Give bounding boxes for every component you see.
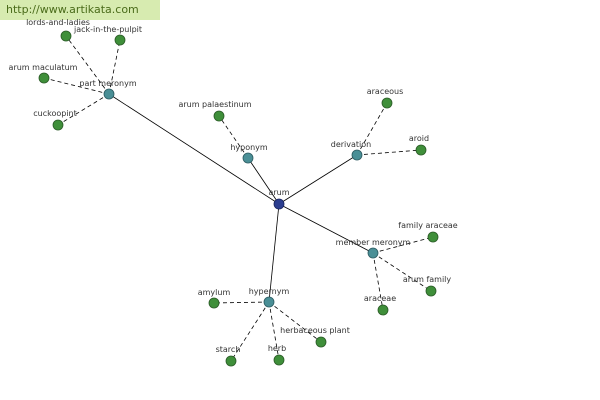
leaf-node-herbaceous-plant — [315, 336, 327, 348]
graph-edges — [43, 35, 434, 362]
leaf-label-araceous: araceous — [367, 87, 404, 96]
leaf-node-lords-and-ladies — [60, 30, 72, 42]
edge-hypernym-starch — [230, 301, 270, 362]
edge-member-meronym-araceae — [372, 252, 384, 311]
leaf-node-arum-family — [425, 285, 437, 297]
leaf-label-arum-palaestinum: arum palaestinum — [178, 100, 251, 109]
leaf-label-arum-maculatum: arum maculatum — [9, 63, 78, 72]
edge-derivation-aroid — [356, 149, 422, 156]
edge-part-meronym-cuckoopint — [57, 93, 110, 126]
root-node — [273, 198, 285, 210]
leaf-node-herb — [273, 354, 285, 366]
edge-part-meronym-jack-in-the-pulpit — [108, 39, 121, 95]
relation-node-derivation — [351, 149, 363, 161]
relation-node-hypernym — [263, 296, 275, 308]
leaf-label-cuckoopint: cuckoopint — [33, 109, 77, 118]
edge-member-meronym-arum-family — [372, 252, 432, 292]
edge-hypernym-amylum — [213, 301, 270, 304]
leaf-node-araceae — [377, 304, 389, 316]
graph-nodes — [38, 30, 439, 367]
leaf-label-lords-and-ladies: lords-and-ladies — [26, 18, 90, 27]
leaf-label-starch: starch — [216, 345, 241, 354]
relation-node-part-meronym — [103, 88, 115, 100]
leaf-label-herbaceous-plant: herbaceous plant — [280, 326, 350, 335]
relation-label-hyponym: hyponym — [230, 143, 268, 152]
edge-hypernym-herbaceous-plant — [268, 301, 322, 343]
edge-root-hyponym — [247, 157, 280, 205]
relation-label-member-meronym: member meronym — [336, 238, 411, 247]
edge-part-meronym-lords-and-ladies — [65, 35, 110, 95]
leaf-node-arum-palaestinum — [213, 110, 225, 122]
leaf-node-starch — [225, 355, 237, 367]
leaf-node-family-araceae — [427, 231, 439, 243]
leaf-node-jack-in-the-pulpit — [114, 34, 126, 46]
edge-root-member-meronym — [278, 203, 374, 254]
leaf-label-araceae: araceae — [364, 294, 396, 303]
edge-hypernym-herb — [268, 301, 280, 361]
edge-root-part-meronym — [108, 93, 280, 205]
leaf-node-cuckoopint — [52, 119, 64, 131]
leaf-node-aroid — [415, 144, 427, 156]
site-url-banner[interactable]: http://www.artikata.com — [0, 0, 160, 20]
relation-node-member-meronym — [367, 247, 379, 259]
leaf-node-araceous — [381, 97, 393, 109]
leaf-label-aroid: aroid — [409, 134, 429, 143]
leaf-node-amylum — [208, 297, 220, 309]
leaf-label-arum-family: arum family — [403, 275, 452, 284]
leaf-label-jack-in-the-pulpit: jack-in-the-pulpit — [73, 25, 142, 34]
leaf-label-herb: herb — [268, 344, 286, 353]
leaf-label-amylum: amylum — [198, 288, 231, 297]
edge-member-meronym-family-araceae — [372, 236, 434, 254]
leaf-node-arum-maculatum — [38, 72, 50, 84]
relation-node-hyponym — [242, 152, 254, 164]
root-label: arum — [268, 188, 289, 197]
edge-root-derivation — [278, 154, 358, 205]
relation-label-derivation: derivation — [331, 140, 371, 149]
edge-hyponym-arum-palaestinum — [218, 115, 249, 159]
leaf-label-family-araceae: family araceae — [398, 221, 458, 230]
relation-label-hypernym: hypernym — [249, 287, 290, 296]
edge-derivation-araceous — [356, 102, 388, 156]
edge-root-hypernym — [268, 203, 280, 303]
relation-label-part-meronym: part meronym — [79, 79, 136, 88]
